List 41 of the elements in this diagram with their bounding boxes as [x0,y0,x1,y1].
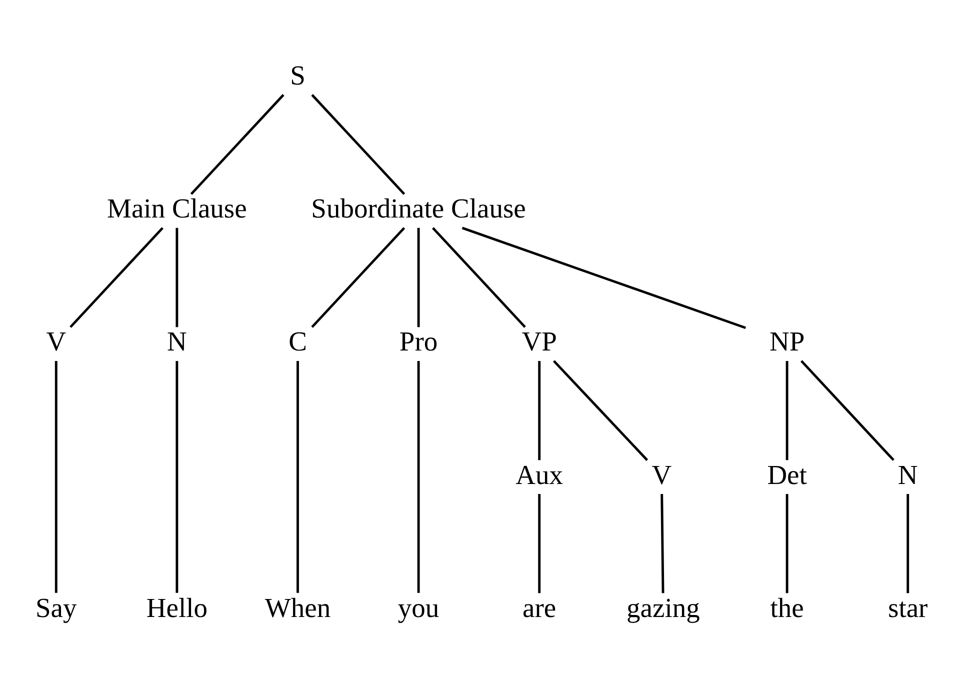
connector [70,227,164,328]
node-text: star [888,592,928,623]
node-text: Hello [146,592,208,623]
node-text: S [290,60,306,91]
node-text: V [46,326,66,357]
node-text: Aux [516,458,564,490]
connector [54,361,58,593]
connector [552,360,648,461]
connector [311,94,406,195]
connector [190,94,284,195]
node-text: are [522,592,556,623]
connector [786,360,788,460]
connector [462,226,746,330]
node-text: N [898,458,918,490]
node-text: the [770,592,804,623]
node-text: N [167,326,187,357]
connector [176,361,178,593]
connector [432,227,526,328]
node-text: Det [767,458,807,490]
node-text: VP [522,326,557,357]
node-text: Main Clause [107,192,247,224]
node-text: V [652,458,672,490]
connector [906,494,910,594]
connector [311,227,406,328]
connector [296,361,299,593]
node-text: NP [769,326,805,357]
node-text: Subordinate Clause [311,192,526,224]
node-text: When [264,592,331,623]
node-text: gazing [626,592,700,623]
node-text: Say [36,592,77,623]
node-text: you [398,592,440,623]
connector [800,360,894,461]
connector [417,361,420,593]
connector [538,494,541,594]
connector [660,494,664,594]
connector [176,228,178,328]
connector [538,360,541,460]
connector [417,228,420,328]
node-text: Pro [399,326,438,357]
node-text: C [288,326,307,357]
connector [786,494,788,594]
